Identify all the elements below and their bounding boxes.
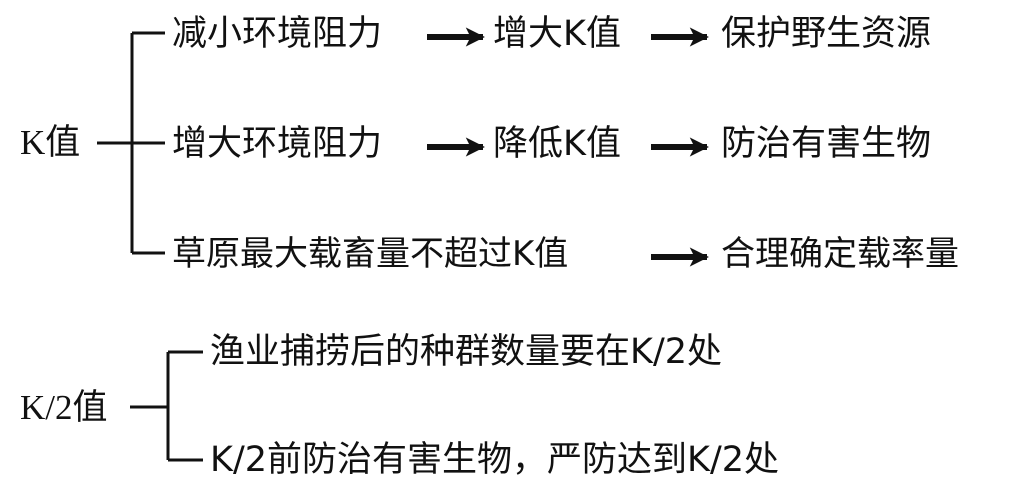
k2-root-label: K/2值 [20, 388, 108, 427]
k-branch2-step2: 降低K值 [493, 124, 621, 164]
k-arrows [427, 27, 709, 267]
k-branch2-step1: 增大环境阻力 [172, 124, 383, 164]
k2-branch1: 渔业捕捞后的种群数量要在K/2处 [210, 332, 723, 372]
k-root-label: K值 [20, 123, 81, 162]
k-bracket [97, 31, 165, 255]
k-branch2-step3: 防治有害生物 [721, 124, 932, 164]
k-branch3-step1: 草原最大载畜量不超过K值 [172, 234, 569, 274]
k-branch3-step2: 合理确定载率量 [721, 234, 959, 274]
k2-branch2: K/2前防治有害生物，严防达到K/2处 [210, 440, 780, 480]
k-branch1-step2: 增大K值 [493, 14, 621, 54]
k2-bracket [130, 350, 203, 462]
k-branch1-step1: 减小环境阻力 [172, 14, 383, 54]
k-branch1-step3: 保护野生资源 [721, 14, 932, 54]
